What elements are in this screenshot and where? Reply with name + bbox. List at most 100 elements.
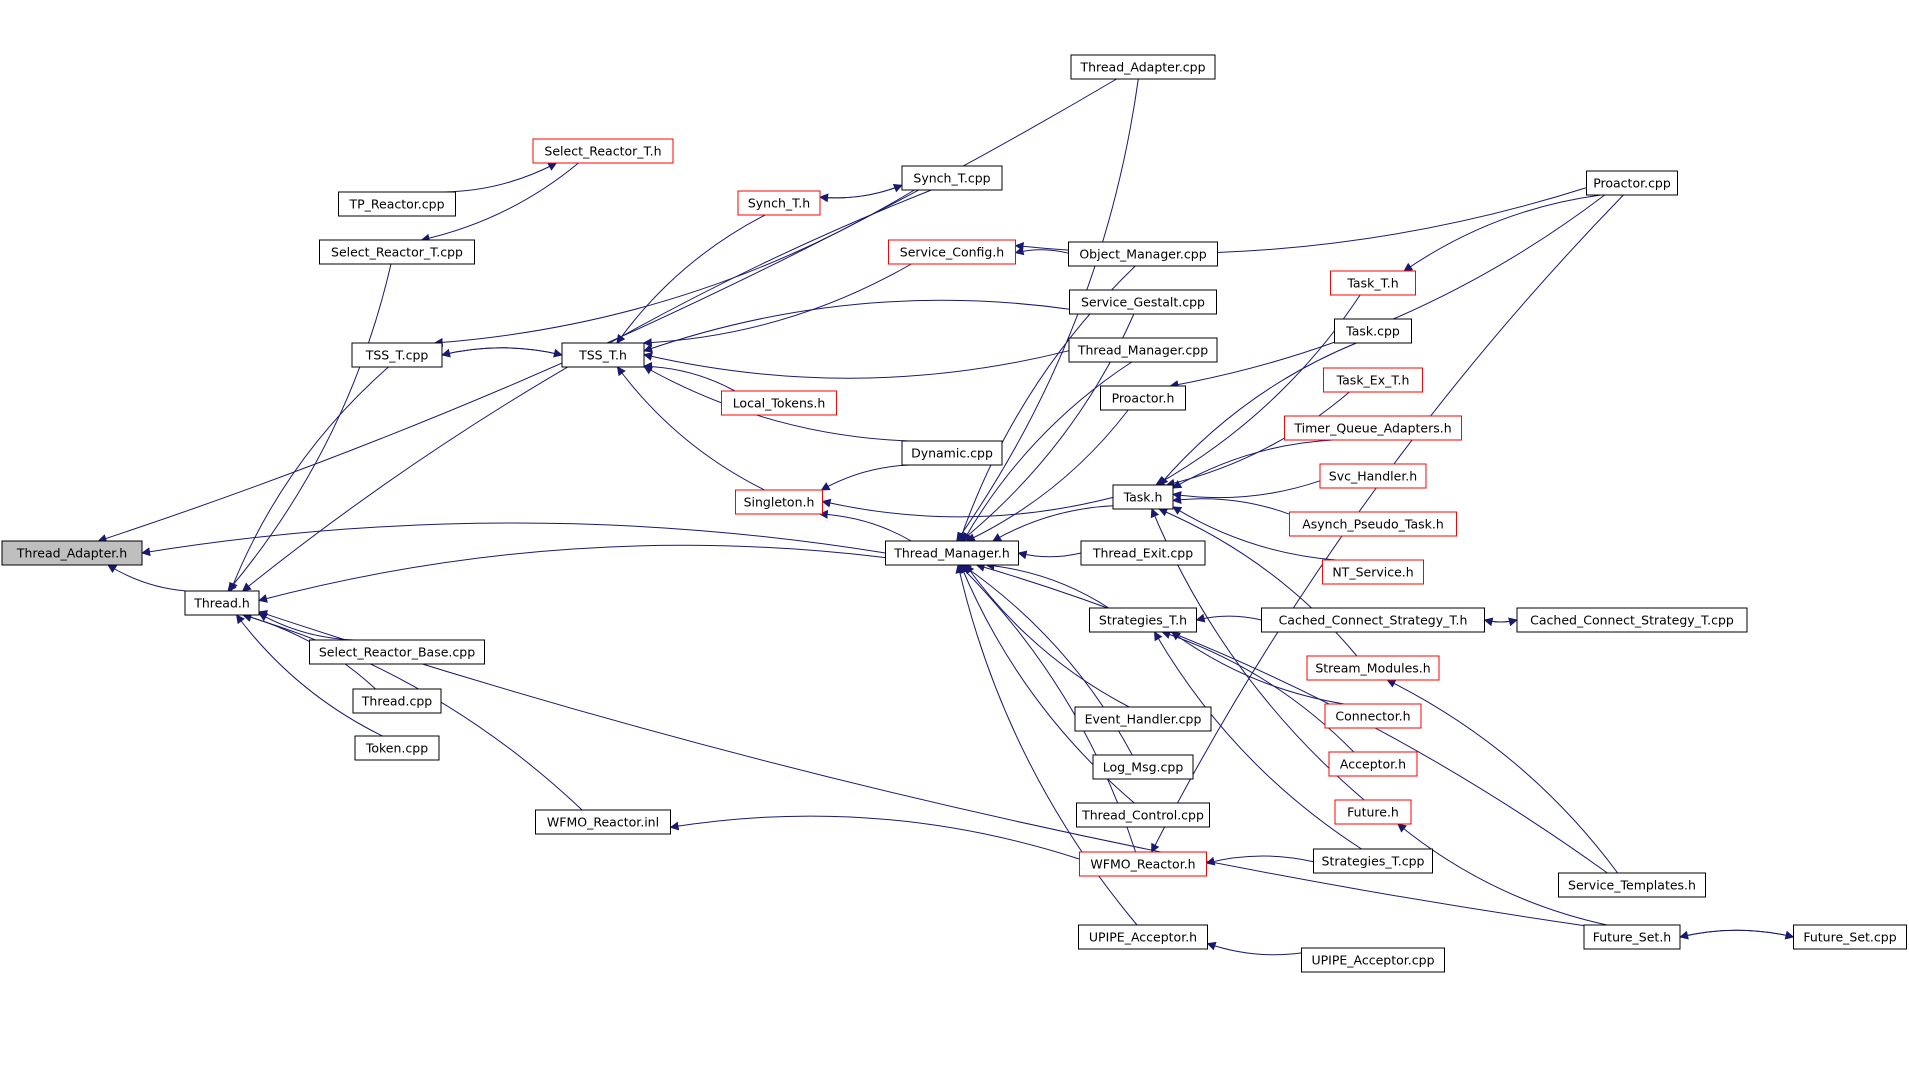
- node-box: [1100, 385, 1186, 411]
- node-label: Task.cpp: [1345, 324, 1400, 339]
- node-tp-reactor-cpp[interactable]: TP_Reactor.cpp: [338, 191, 456, 217]
- node-task-h[interactable]: Task.h: [1112, 484, 1174, 510]
- node-task-ex-t-h[interactable]: Task_Ex_T.h: [1323, 367, 1423, 393]
- node-future-set-h[interactable]: Future_Set.h: [1583, 924, 1681, 950]
- node-service-gestalt-cpp[interactable]: Service_Gestalt.cpp: [1069, 289, 1217, 315]
- node-svc-handler-h[interactable]: Svc_Handler.h: [1319, 463, 1427, 489]
- node-token-cpp[interactable]: Token.cpp: [354, 735, 440, 761]
- node-thread-cpp[interactable]: Thread.cpp: [352, 688, 442, 714]
- node-thread-adapter-cpp[interactable]: Thread_Adapter.cpp: [1070, 54, 1216, 80]
- node-task-t-h[interactable]: Task_T.h: [1330, 270, 1416, 296]
- node-strategies-t-h[interactable]: Strategies_T.h: [1089, 607, 1197, 633]
- node-box: [1334, 318, 1412, 344]
- node-label: Timer_Queue_Adapters.h: [1293, 421, 1451, 436]
- node-label: UPIPE_Acceptor.h: [1089, 930, 1197, 945]
- node-future-h[interactable]: Future.h: [1334, 799, 1412, 825]
- node-box: [1328, 751, 1418, 777]
- node-box: [1068, 241, 1218, 267]
- node-box: [319, 239, 475, 265]
- node-singleton-h[interactable]: Singleton.h: [735, 489, 823, 515]
- node-event-handler-cpp[interactable]: Event_Handler.cpp: [1074, 706, 1212, 732]
- node-thread-control-cpp[interactable]: Thread_Control.cpp: [1076, 802, 1210, 828]
- node-dynamic-cpp[interactable]: Dynamic.cpp: [901, 440, 1003, 466]
- node-thread-exit-cpp[interactable]: Thread_Exit.cpp: [1080, 540, 1206, 566]
- node-label: TP_Reactor.cpp: [348, 197, 444, 212]
- edge-select_reactor_t_cpp-to-thread_h: [227, 263, 392, 592]
- node-box: [888, 239, 1016, 265]
- node-box: [735, 489, 823, 515]
- node-task-cpp[interactable]: Task.cpp: [1334, 318, 1412, 344]
- node-wfmo-reactor-inl[interactable]: WFMO_Reactor.inl: [535, 809, 671, 835]
- node-service-templates-h[interactable]: Service_Templates.h: [1558, 872, 1706, 898]
- node-label: Select_Reactor_Base.cpp: [319, 645, 475, 660]
- node-upipe-acceptor-cpp[interactable]: UPIPE_Acceptor.cpp: [1301, 947, 1445, 973]
- edge-tp_reactor_cpp-to-select_reactor_t_h: [443, 162, 558, 193]
- node-log-msg-cpp[interactable]: Log_Msg.cpp: [1092, 754, 1194, 780]
- node-select-reactor-t-cpp[interactable]: Select_Reactor_T.cpp: [319, 239, 475, 265]
- edge-task_h-to-thread_manager_h: [992, 505, 1114, 542]
- node-proactor-cpp[interactable]: Proactor.cpp: [1586, 170, 1678, 196]
- node-box: [1284, 415, 1462, 441]
- node-label: Select_Reactor_T.cpp: [331, 245, 463, 260]
- node-proactor-h[interactable]: Proactor.h: [1100, 385, 1186, 411]
- node-box: [1092, 754, 1194, 780]
- node-box: [1586, 170, 1678, 196]
- node-service-config-h[interactable]: Service_Config.h: [888, 239, 1016, 265]
- node-thread-manager-h[interactable]: Thread_Manager.h: [885, 540, 1019, 566]
- node-box: [1069, 289, 1217, 315]
- edge-proactor_cpp-to-proactor_h: [1169, 194, 1606, 389]
- node-tss-t-cpp[interactable]: TSS_T.cpp: [351, 342, 443, 368]
- node-future-set-cpp[interactable]: Future_Set.cpp: [1793, 924, 1907, 950]
- node-label: Asynch_Pseudo_Task.h: [1302, 517, 1444, 532]
- edge-future_set_h-to-future_set_cpp: [1679, 929, 1795, 940]
- node-box: [901, 440, 1003, 466]
- node-box: [721, 390, 837, 416]
- node-box: [1558, 872, 1706, 898]
- node-object-manager-cpp[interactable]: Object_Manager.cpp: [1068, 241, 1218, 267]
- node-thread-h[interactable]: Thread.h: [184, 590, 260, 616]
- node-box: [354, 735, 440, 761]
- node-label: Svc_Handler.h: [1329, 469, 1417, 484]
- node-local-tokens-h[interactable]: Local_Tokens.h: [721, 390, 837, 416]
- edge-local_tokens_h-to-tss_t_h: [643, 361, 736, 392]
- node-box: [901, 165, 1003, 191]
- edge-wfmo_reactor_h-to-wfmo_reactor_inl: [669, 815, 1080, 860]
- edge-service_templates_h-to-thread_manager_h: [975, 562, 1608, 874]
- node-label: Strategies_T.h: [1099, 613, 1187, 628]
- node-thread-adapter-h[interactable]: Thread_Adapter.h: [1, 540, 143, 566]
- node-box: [1334, 799, 1412, 825]
- edge-singleton_h-to-tss_t_h: [616, 366, 765, 491]
- edge-thread_manager_h-to-thread_h: [258, 544, 886, 603]
- edge-task_h-to-singleton_h: [821, 496, 1114, 518]
- edge-object_manager_cpp-to-service_config_h: [1014, 246, 1069, 256]
- node-thread-manager-cpp[interactable]: Thread_Manager.cpp: [1068, 337, 1218, 363]
- node-label: Cached_Connect_Strategy_T.h: [1279, 613, 1468, 628]
- node-box: [1079, 851, 1207, 877]
- node-box: [1516, 607, 1748, 633]
- node-box: [1306, 655, 1440, 681]
- node-connector-h[interactable]: Connector.h: [1324, 703, 1422, 729]
- node-label: WFMO_Reactor.inl: [547, 815, 659, 830]
- node-synch-t-h[interactable]: Synch_T.h: [737, 190, 821, 216]
- node-acceptor-h[interactable]: Acceptor.h: [1328, 751, 1418, 777]
- node-select-reactor-base-cpp[interactable]: Select_Reactor_Base.cpp: [309, 639, 485, 665]
- node-label: Future_Set.h: [1593, 930, 1671, 945]
- node-label: NT_Service.h: [1332, 565, 1413, 580]
- node-label: Event_Handler.cpp: [1085, 712, 1202, 727]
- node-cached-connect-strategy-t-cpp[interactable]: Cached_Connect_Strategy_T.cpp: [1516, 607, 1748, 633]
- node-nt-service-h[interactable]: NT_Service.h: [1322, 559, 1424, 585]
- node-upipe-acceptor-h[interactable]: UPIPE_Acceptor.h: [1078, 924, 1208, 950]
- node-synch-t-cpp[interactable]: Synch_T.cpp: [901, 165, 1003, 191]
- node-cached-connect-strategy-t-h[interactable]: Cached_Connect_Strategy_T.h: [1261, 607, 1485, 633]
- node-box: [1070, 54, 1216, 80]
- node-label: Acceptor.h: [1340, 757, 1406, 772]
- edge-event_handler_cpp-to-thread_manager_h: [965, 564, 1130, 708]
- node-tss-t-h[interactable]: TSS_T.h: [561, 342, 645, 368]
- node-asynch-pseudo-task-h[interactable]: Asynch_Pseudo_Task.h: [1289, 511, 1457, 537]
- node-timer-queue-adapters-h[interactable]: Timer_Queue_Adapters.h: [1284, 415, 1462, 441]
- node-strategies-t-cpp[interactable]: Strategies_T.cpp: [1313, 848, 1433, 874]
- node-wfmo-reactor-h[interactable]: WFMO_Reactor.h: [1079, 851, 1207, 877]
- node-select-reactor-t-h[interactable]: Select_Reactor_T.h: [532, 138, 674, 164]
- node-label: Thread_Exit.cpp: [1092, 546, 1193, 561]
- node-stream-modules-h[interactable]: Stream_Modules.h: [1306, 655, 1440, 681]
